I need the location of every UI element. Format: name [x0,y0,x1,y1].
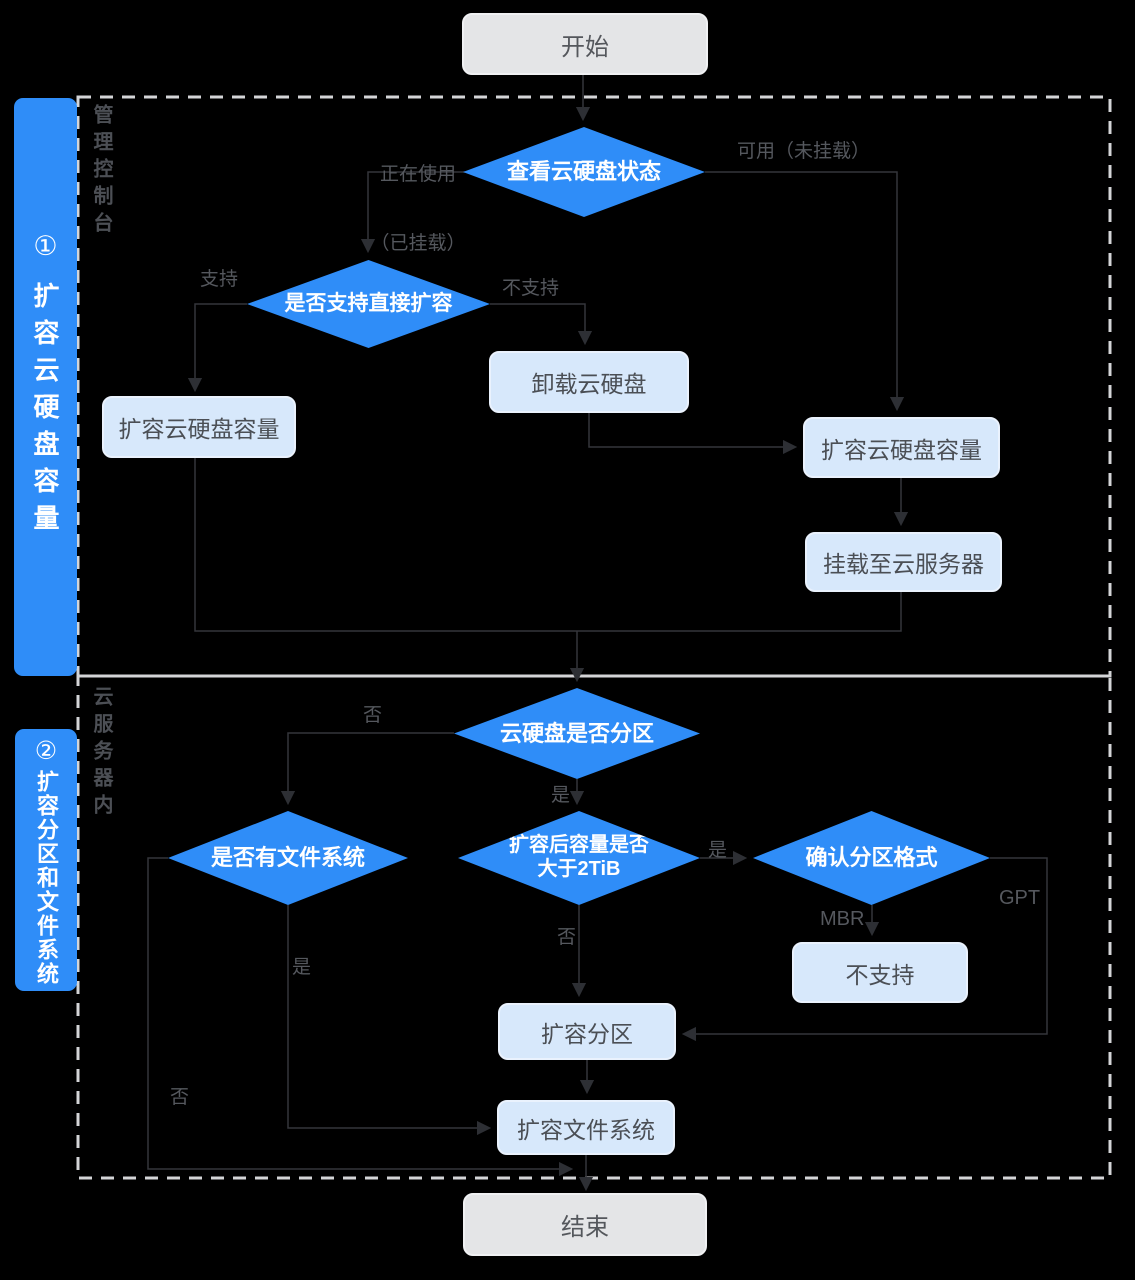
process-expand-filesystem: 扩容文件系统 [497,1100,675,1155]
section-console-frame [76,95,1112,678]
process-attach-to-server-label: 挂载至云服务器 [823,551,984,577]
edge-label-in-use-line2: （已挂载） [370,233,466,254]
node-start-label: 开始 [561,33,609,61]
step2-badge: ② [34,737,58,765]
node-end-label: 结束 [561,1214,609,1241]
process-detach-disk-label: 卸载云硬盘 [531,371,647,397]
step2-bar: ② 扩容分区和文件系统 [15,729,77,991]
edge-label-partition-no: 否 [363,705,383,726]
process-not-supported-label: 不支持 [845,961,915,988]
edge-label-capacity-no: 否 [557,927,577,948]
process-expand-partition-label: 扩容分区 [541,1020,633,1047]
process-attach-to-server: 挂载至云服务器 [805,532,1002,592]
process-expand-filesystem-label: 扩容文件系统 [517,1116,655,1143]
decision-has-filesystem-label: 是否有文件系统 [210,845,365,871]
edge-label-capacity-yes: 是 [708,840,728,861]
process-expand-disk-left: 扩容云硬盘容量 [102,396,296,458]
decision-confirm-partition-format-label: 确认分区格式 [805,845,938,871]
edge-label-in-use-line1: 正在使用 [379,164,456,185]
edge-label-partition-yes: 是 [551,785,571,806]
edge-label-available: 可用（未挂载） [737,141,871,162]
process-expand-disk-right: 扩容云硬盘容量 [803,417,1000,478]
edge-label-filesystem-no: 否 [170,1087,190,1108]
section-server-label: 云服务器内 [90,686,112,821]
section-console-label: 管理控制台 [90,104,112,239]
edge-label-mbr: MBR [820,908,865,930]
edge-label-in-use: 正在使用 （已挂载） [370,117,466,301]
process-expand-partition: 扩容分区 [498,1003,676,1060]
step1-badge: ① [33,231,58,261]
decision-over-2tib-line1: 扩容后容量是否 [509,834,649,857]
edge-label-filesystem-yes: 是 [292,957,312,978]
process-expand-disk-left-label: 扩容云硬盘容量 [118,416,280,442]
process-detach-disk: 卸载云硬盘 [489,351,689,413]
decision-support-direct-expand-label: 是否支持直接扩容 [284,291,453,315]
flow-edges [147,75,1048,1192]
step1-bar: ① 扩容云硬盘容量 [14,98,77,676]
node-end: 结束 [463,1193,707,1256]
process-not-supported: 不支持 [792,942,968,1003]
edge-label-support: 支持 [200,269,239,290]
decision-check-disk-status-label: 查看云硬盘状态 [506,159,661,185]
step2-label: 扩容分区和文件系统 [34,770,59,986]
process-expand-disk-right-label: 扩容云硬盘容量 [821,436,982,463]
section-server-frame [76,674,1112,1180]
step1-label: 扩容云硬盘容量 [30,282,60,541]
edge-label-gpt: GPT [999,887,1041,909]
decision-over-2tib-line2: 大于2TiB [537,858,621,880]
decision-disk-partitioned-label: 云硬盘是否分区 [499,720,654,746]
node-start: 开始 [462,13,708,75]
edge-label-not-support: 不支持 [502,278,560,299]
